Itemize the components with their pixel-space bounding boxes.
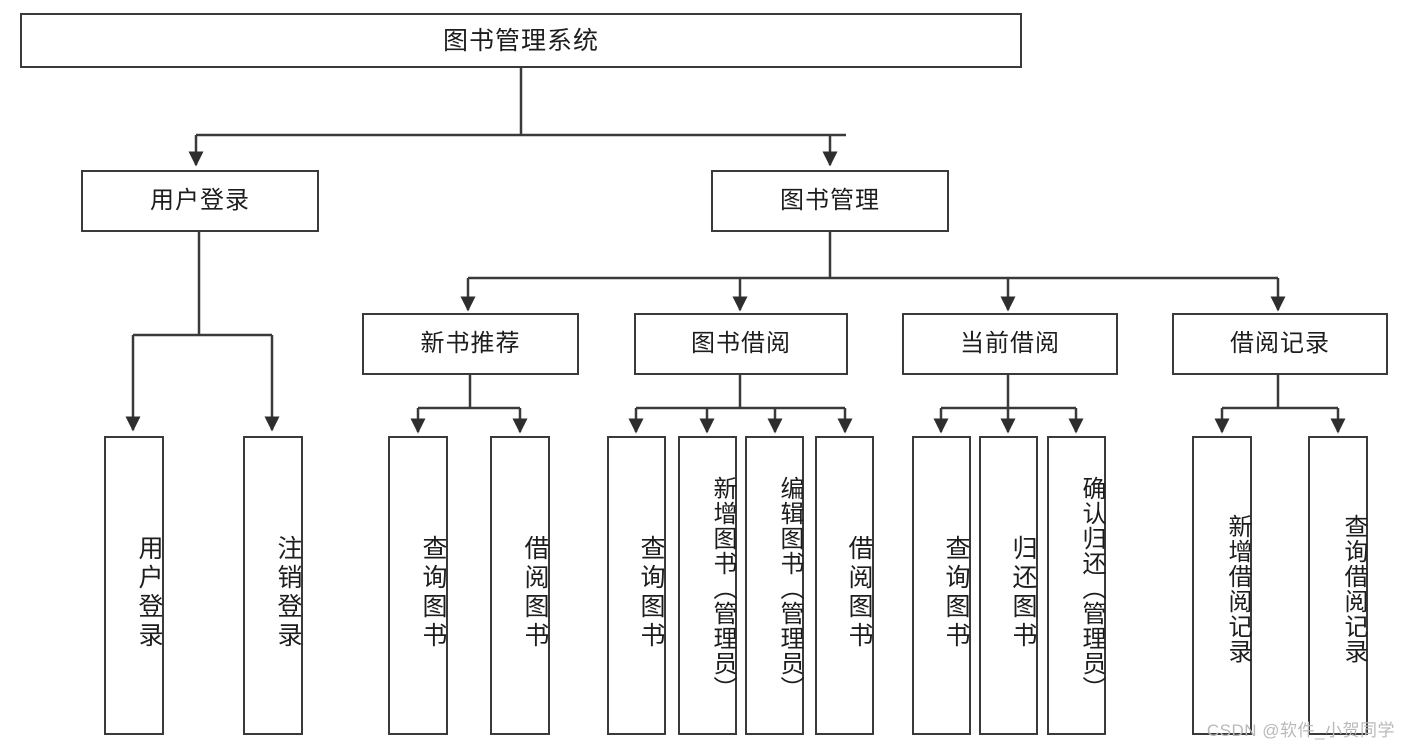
node-leaf-user-login[interactable]: 用户登录: [104, 436, 164, 735]
node-user-login[interactable]: 用户登录: [81, 170, 319, 232]
node-current-borrow[interactable]: 当前借阅: [902, 313, 1118, 375]
node-new-book-recommend[interactable]: 新书推荐: [362, 313, 579, 375]
node-root[interactable]: 图书管理系统: [20, 13, 1022, 68]
csdn-watermark: CSDN @软件_小贺同学: [1206, 721, 1395, 740]
node-book-management[interactable]: 图书管理: [711, 170, 949, 232]
node-borrow-record[interactable]: 借阅记录: [1172, 313, 1388, 375]
node-leaf-edit-book[interactable]: 编辑图书（管理员）: [745, 436, 804, 735]
node-leaf-query-record[interactable]: 查询借阅记录: [1308, 436, 1368, 735]
node-leaf-borrow-book-1[interactable]: 借阅图书: [490, 436, 550, 735]
node-leaf-add-record[interactable]: 新增借阅记录: [1192, 436, 1252, 735]
node-leaf-borrow-book-2[interactable]: 借阅图书: [815, 436, 874, 735]
node-leaf-confirm-return[interactable]: 确认归还（管理员）: [1047, 436, 1106, 735]
node-book-borrow[interactable]: 图书借阅: [634, 313, 848, 375]
node-leaf-query-book-1[interactable]: 查询图书: [388, 436, 448, 735]
node-leaf-add-book[interactable]: 新增图书（管理员）: [678, 436, 737, 735]
node-leaf-query-book-3[interactable]: 查询图书: [912, 436, 971, 735]
node-leaf-query-book-2[interactable]: 查询图书: [607, 436, 666, 735]
node-leaf-logout-login[interactable]: 注销登录: [243, 436, 303, 735]
node-leaf-return-book[interactable]: 归还图书: [979, 436, 1038, 735]
